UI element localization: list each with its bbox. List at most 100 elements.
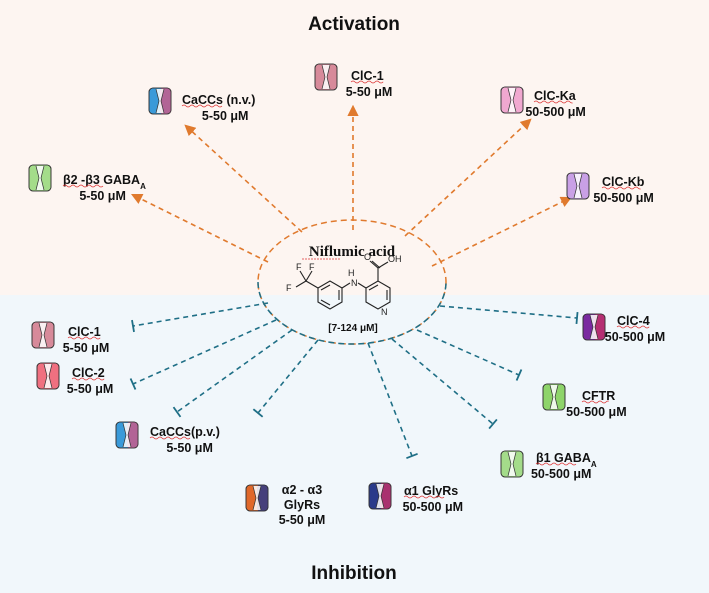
spell-underline (616, 325, 658, 329)
target-name: CFTR (582, 389, 615, 403)
inhibition-bar (575, 311, 579, 325)
target-concentration: 5-50 μM (202, 109, 249, 123)
target-name-text: ClC-1 (68, 325, 101, 339)
compound-name: Niflumic acid (309, 244, 396, 260)
target-concentration: 5-50 μM (67, 382, 114, 396)
inhibition-line (176, 329, 293, 413)
svg-text:O: O (364, 252, 371, 262)
spell-underline (67, 336, 109, 340)
ion-channel-icon (582, 313, 606, 341)
target-clc-ka: ClC-Ka 50-500 μM (500, 86, 586, 119)
ion-channel-icon (542, 383, 566, 411)
spell-underline (403, 495, 445, 499)
target-concentration: 5-50 μM (346, 85, 393, 99)
target-clc1-act: ClC-1 5-50 μM (314, 63, 393, 99)
spell-underline (581, 400, 623, 404)
spell-underline (535, 462, 577, 466)
svg-text:H: H (348, 268, 355, 278)
target-name-text: ClC-Kb (602, 175, 645, 189)
target-clc1-inh: ClC-1 5-50 μM (31, 321, 110, 355)
target-name: ClC-4 (617, 314, 650, 328)
spell-underline (181, 104, 223, 108)
inhibition-line (132, 302, 269, 327)
ion-channel-icon (31, 321, 55, 349)
target-name: ClC-2 (72, 366, 105, 380)
target-name-line1: α2 - α3 (282, 483, 322, 497)
ion-channel-icon (566, 172, 590, 200)
target-concentration: 50-500 μM (531, 467, 591, 481)
inhibition-bar (488, 418, 498, 430)
inhibition-bar (131, 319, 135, 333)
target-name-text: CFTR (582, 389, 615, 403)
inhibition-line (439, 305, 578, 319)
target-name-text: ClC-1 (351, 69, 384, 83)
activation-background (0, 0, 709, 295)
spell-underline (533, 100, 575, 104)
target-name-text: ClC-2 (72, 366, 105, 380)
ion-channel-icon (36, 362, 60, 390)
target-concentration: 5-50 μM (63, 341, 110, 355)
target-concentration: 5-50 μM (79, 189, 126, 203)
ion-channel-icon (500, 86, 524, 114)
svg-text:N: N (351, 278, 358, 288)
target-name: α1 GlyRs (404, 484, 458, 498)
target-concentration: 50-500 μM (605, 330, 665, 344)
ion-channel-icon (314, 63, 338, 91)
niflumic-acid-structure (295, 260, 391, 310)
svg-text:OH: OH (388, 254, 402, 264)
inhibition-line (367, 342, 413, 457)
inhibition-line (391, 338, 494, 425)
target-name-text: ClC-Ka (534, 89, 577, 103)
target-name: CaCCs (n.v.) (182, 93, 255, 107)
svg-text:F: F (286, 283, 292, 293)
target-name: ClC-Ka (534, 89, 577, 103)
concentration-range: [7-124 μM] (328, 323, 377, 334)
target-name-text: CaCCs (n.v.) (182, 93, 255, 107)
inhibition-line (416, 329, 520, 376)
target-name: β2 -β3 GABAA (63, 173, 146, 191)
target-concentration: 50-500 μM (525, 105, 585, 119)
ion-channel-icon (500, 450, 524, 478)
inhibition-bar (252, 408, 264, 418)
ion-channel-icon (28, 164, 52, 192)
spell-underline (350, 80, 392, 84)
ion-channel-icon (148, 87, 172, 115)
activation-title: Activation (308, 14, 400, 35)
svg-text:F: F (309, 262, 315, 272)
target-clc2: ClC-2 5-50 μM (36, 362, 114, 396)
activation-arrow (404, 118, 532, 237)
target-concentration: 50-500 μM (566, 405, 626, 419)
spell-underline (71, 377, 113, 381)
svg-text:N: N (381, 307, 388, 317)
connector-lines (129, 104, 579, 460)
target-name-subscript: A (591, 460, 597, 469)
inhibition-bar (406, 452, 418, 460)
target-concentration: 50-500 μM (403, 500, 463, 514)
target-name-text: β1 GABA (536, 451, 591, 465)
target-concentration: 5-50 μM (279, 513, 326, 527)
ion-channel-icon (245, 484, 269, 512)
activation-arrow (184, 124, 303, 233)
inhibition-line (257, 339, 319, 414)
target-name: CaCCs(p.v.) (150, 425, 220, 439)
target-name: β1 GABAA (536, 451, 597, 469)
svg-text:F: F (296, 262, 302, 272)
inhibition-title: Inhibition (311, 563, 396, 584)
center-ellipse-lower (257, 281, 447, 345)
ion-channel-icon (115, 421, 139, 449)
ion-channel-icon (368, 482, 392, 510)
target-concentration: 50-500 μM (593, 191, 653, 205)
inhibition-bar (515, 369, 523, 381)
spell-underline (149, 436, 191, 440)
target-caccs-pv: CaCCs(p.v.) 5-50 μM (115, 421, 220, 455)
target-name-text: ClC-4 (617, 314, 650, 328)
target-concentration: 5-50 μM (166, 441, 213, 455)
spell-underline (601, 186, 643, 190)
inhibition-bar (172, 406, 182, 418)
target-name: ClC-1 (351, 69, 384, 83)
target-cftr: CFTR 50-500 μM (542, 383, 627, 419)
target-name-subscript: A (140, 182, 146, 191)
